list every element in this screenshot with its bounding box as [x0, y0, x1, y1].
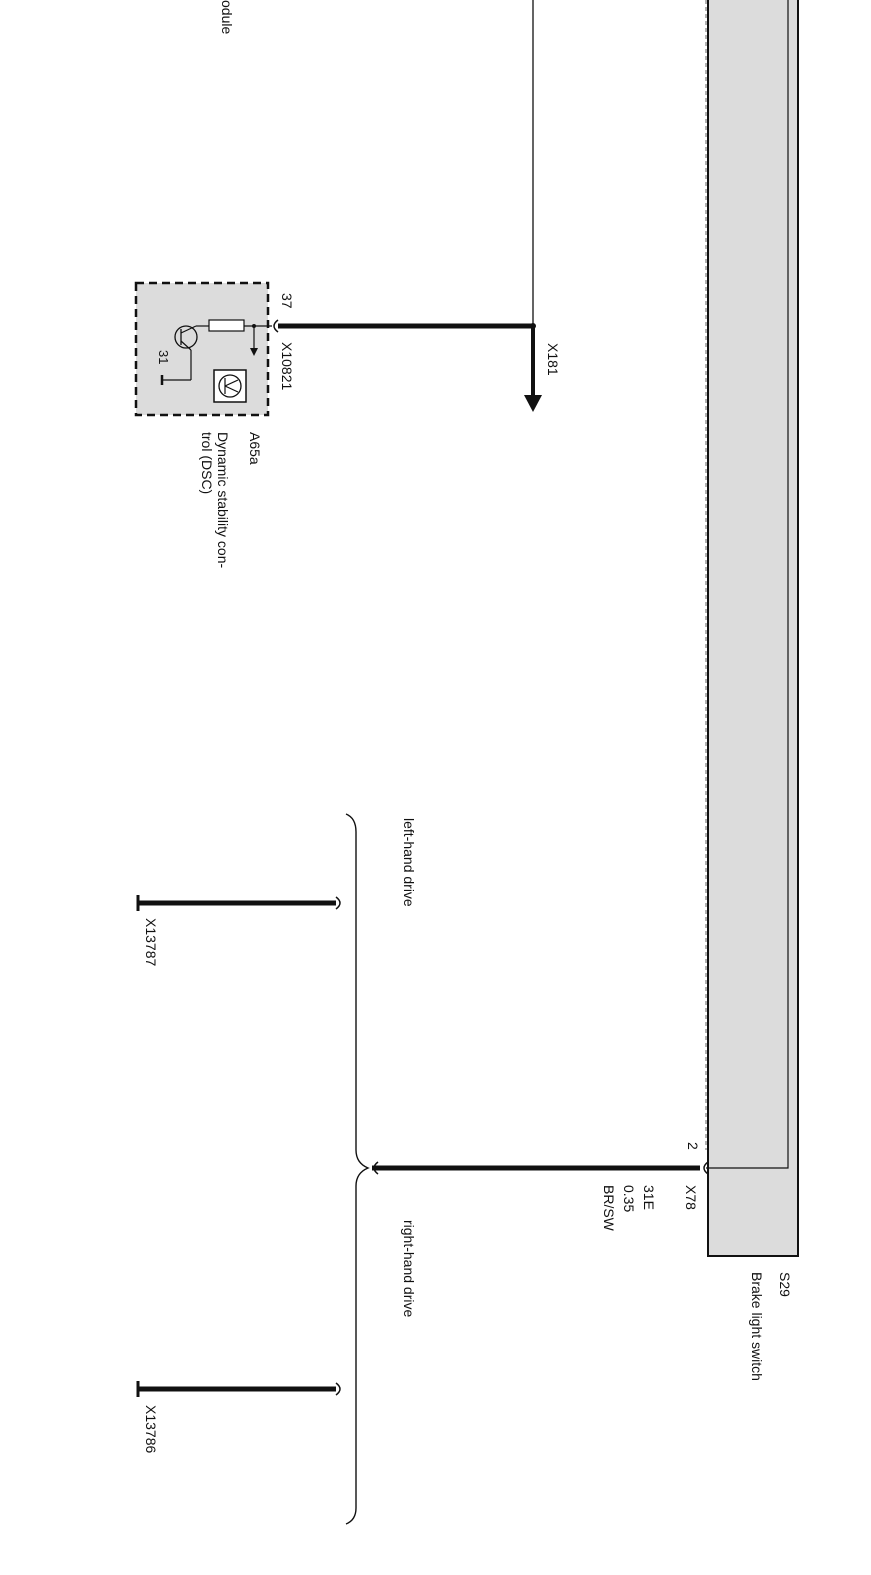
wire-color-label: BR/SW: [601, 1185, 617, 1232]
dsc-down-arrow: [250, 348, 258, 356]
wire-size-label: 0.35: [621, 1185, 637, 1212]
dsc-module: 31: [134, 281, 279, 417]
control-unit-circle: [218, 374, 242, 398]
switch-pin-socket: [703, 1161, 709, 1175]
transistor-collector: [180, 325, 197, 334]
switch-internal-line: [706, 0, 789, 1169]
switch-name-label: Brake light switch: [749, 1272, 765, 1381]
dsc-ground-pin-label: 31: [156, 350, 171, 364]
dsc-connector-label: X10821: [279, 342, 295, 390]
rhd-wire-socket: [335, 1382, 341, 1396]
lhd-brace: [345, 813, 370, 1525]
transistor-icon: [174, 325, 198, 349]
switch-connector-label: X78: [683, 1185, 699, 1210]
dsc-id-label: A65a: [247, 432, 263, 465]
switch-pin-label: 2: [685, 1142, 701, 1150]
transistor-emitter: [180, 340, 192, 351]
resistor-icon: [208, 319, 245, 332]
module-label: odule: [219, 0, 235, 34]
lhd-connector-label: X13787: [143, 918, 159, 966]
rhd-label: right-hand drive: [401, 1220, 417, 1317]
splice-label: X181: [545, 343, 561, 376]
wire-circuit-label: 31E: [641, 1185, 657, 1210]
rhd-connector-label: X13786: [143, 1405, 159, 1453]
dsc-name-line2: trol (DSC): [199, 432, 215, 494]
dsc-pin-socket: [273, 319, 279, 333]
splice-arrow-head: [524, 395, 542, 412]
dsc-module-box: [134, 281, 270, 417]
switch-id-label: S29: [777, 1272, 793, 1297]
switch-wire-socket-left: [373, 1161, 379, 1175]
dsc-pin-label: 37: [279, 293, 295, 309]
lhd-wire-socket: [335, 896, 341, 910]
lhd-label: left-hand drive: [401, 818, 417, 907]
brake-light-switch-box: [707, 0, 799, 1257]
control-unit-line-3: [224, 385, 239, 393]
dsc-name-line1: Dynamic stability con-: [215, 432, 231, 568]
control-unit-line-2: [224, 379, 239, 387]
